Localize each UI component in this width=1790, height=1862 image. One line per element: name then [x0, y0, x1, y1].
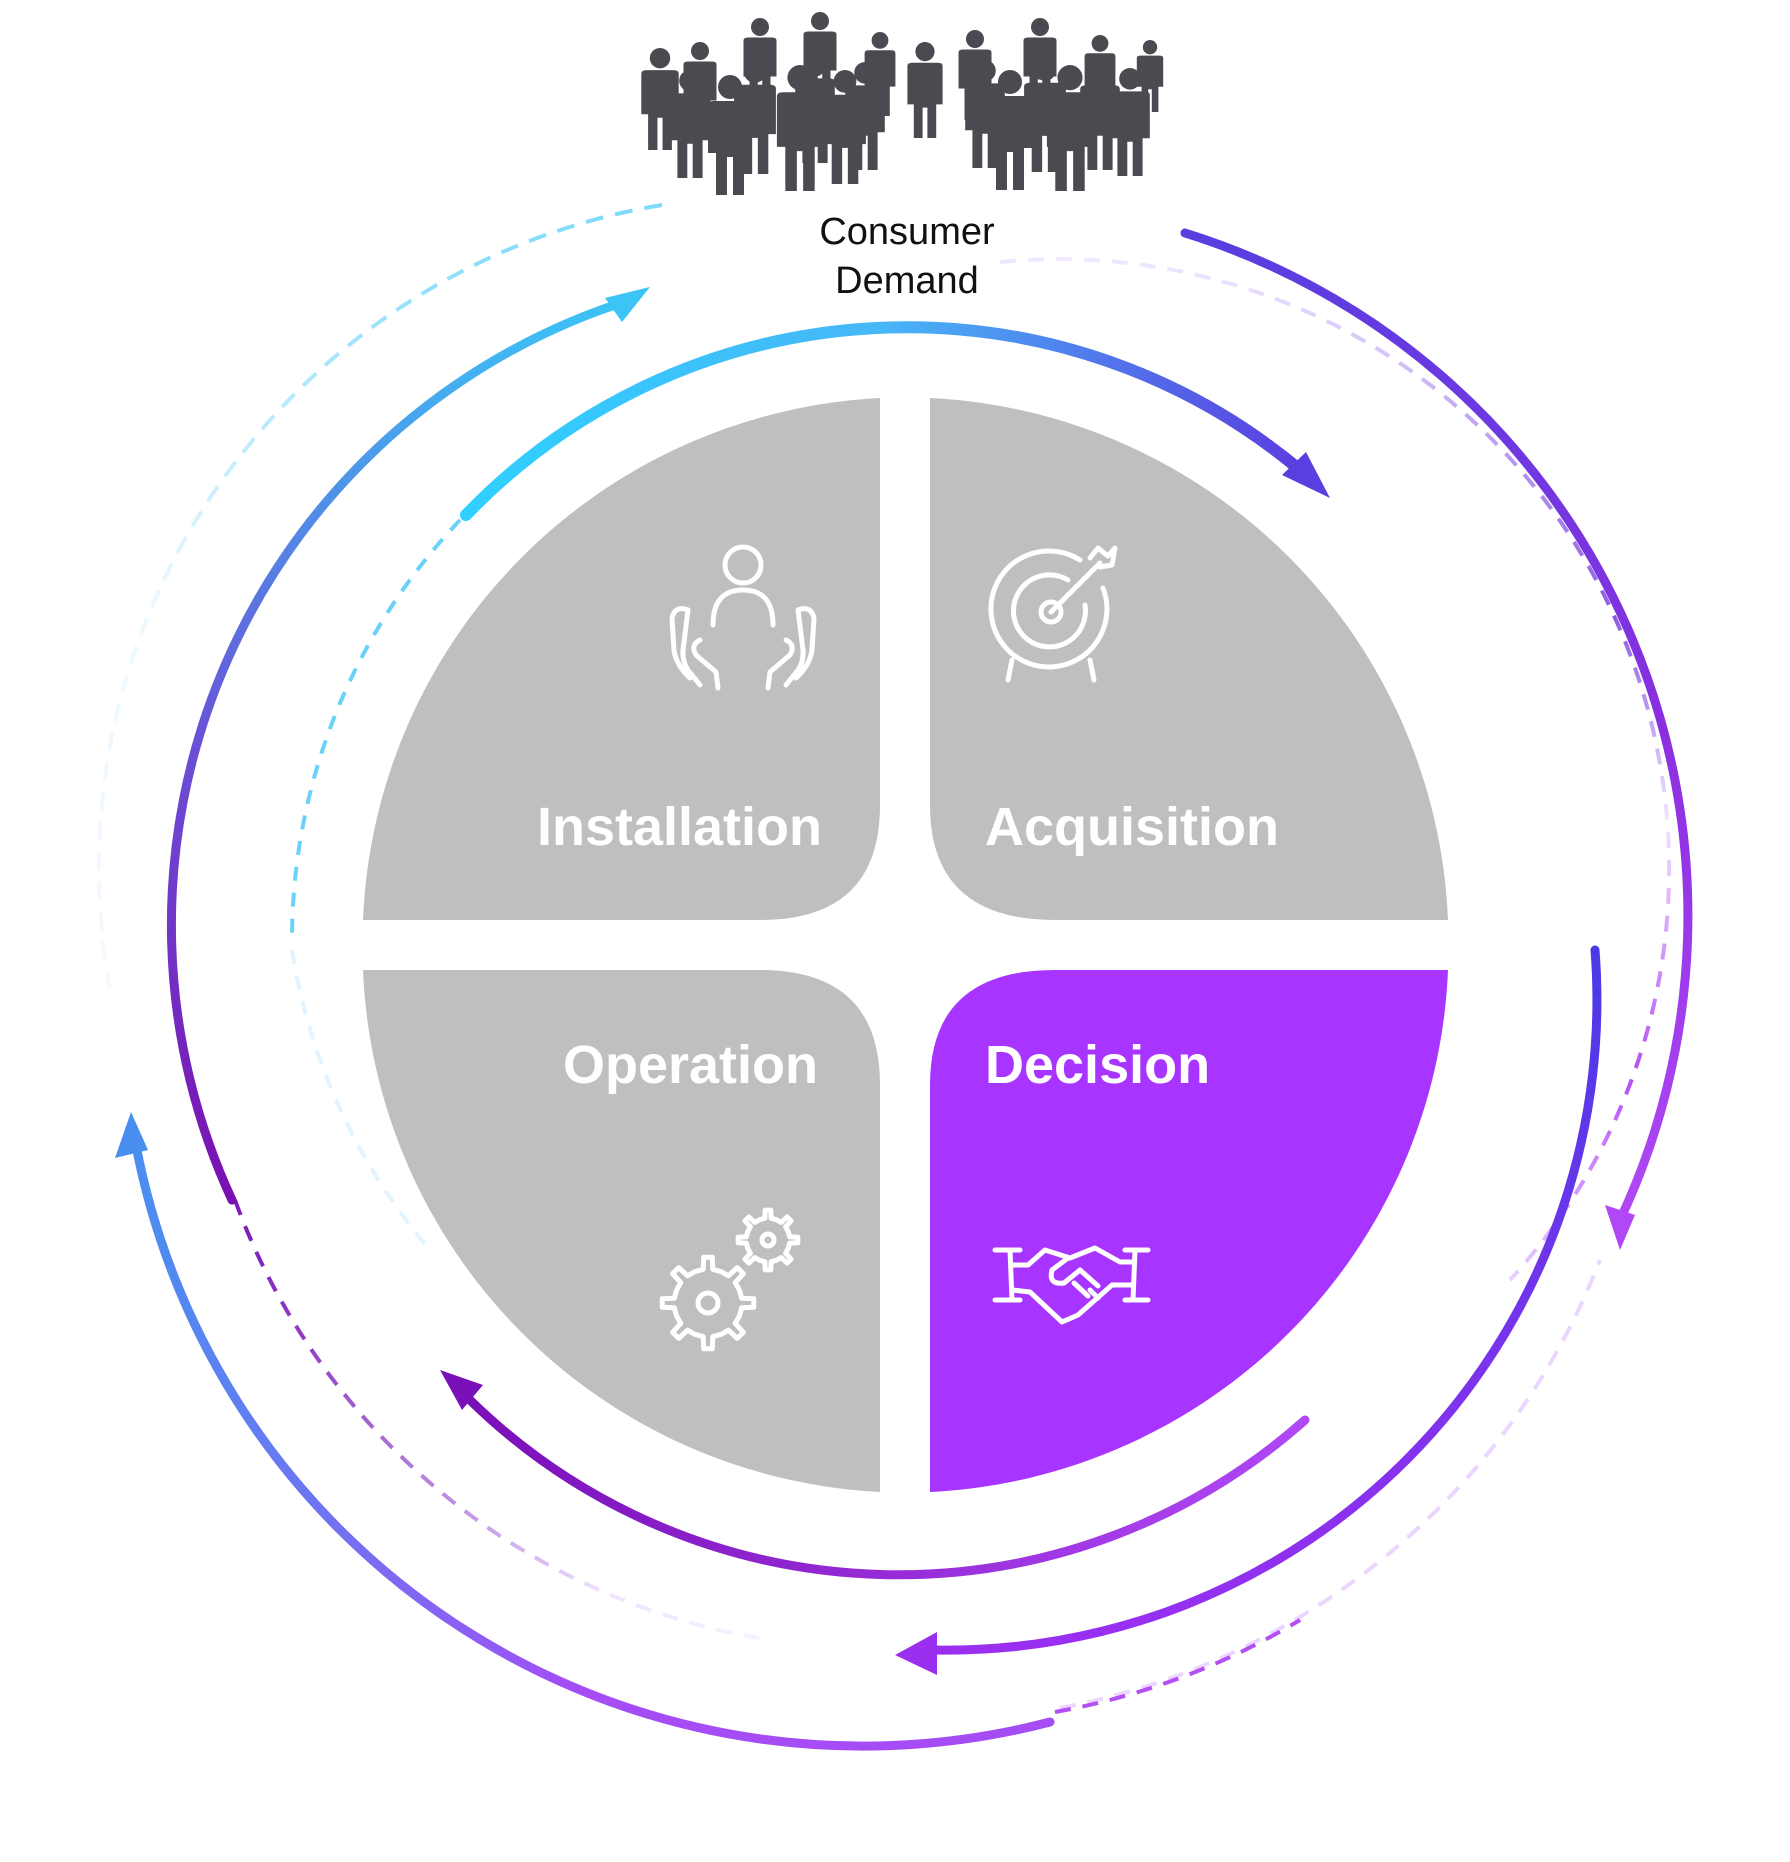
- consumer-demand-label-line2: Demand: [835, 260, 979, 302]
- person-silhouette: [1046, 65, 1094, 191]
- dashed-arc-bottom-right-purple: [1054, 1618, 1302, 1714]
- arrowhead-outer-right: [1605, 1205, 1635, 1250]
- arrowhead-inner-bottom: [440, 1370, 483, 1410]
- arrowhead-right-mid: [895, 1632, 937, 1675]
- dashed-arc-outer-left: [96, 203, 663, 1001]
- arc-outer-right: [1180, 228, 1693, 1225]
- person-silhouette: [670, 70, 710, 178]
- arc-inner-top: [460, 321, 1306, 521]
- person-silhouette: [907, 42, 943, 138]
- dashed-arc-right: [999, 257, 1672, 1282]
- quadrant-acquisition[interactable]: [930, 398, 1448, 920]
- arc-right-mid: [930, 945, 1602, 1655]
- quadrant-label-acquisition: Acquisition: [985, 797, 1279, 857]
- person-silhouette: [1110, 68, 1150, 176]
- arc-inner-bottom: [465, 1395, 1310, 1580]
- dashed-arc-bottom-right: [1059, 1259, 1602, 1710]
- person-silhouette: [988, 70, 1032, 190]
- person-silhouette: [776, 65, 824, 191]
- quadrant-label-operation: Operation: [563, 1035, 818, 1095]
- handshake-icon: [992, 1245, 1151, 1325]
- quadrant-label-installation: Installation: [537, 797, 822, 857]
- quadrant-installation[interactable]: [363, 398, 880, 920]
- consumer-demand-label-line1: Consumer: [819, 211, 995, 253]
- dashed-arc-inner-left-faint: [290, 949, 432, 1252]
- arrowhead-outer-bottom: [115, 1112, 148, 1158]
- person-silhouette: [824, 70, 866, 184]
- quadrant-label-decision: Decision: [985, 1035, 1210, 1095]
- person-silhouette: [708, 75, 752, 195]
- caring-hands-person-icon: [669, 544, 817, 691]
- gears-icon: [659, 1207, 801, 1352]
- arrowhead-inner-top: [1282, 452, 1330, 498]
- quadrant-decision[interactable]: [930, 970, 1448, 1492]
- arrowhead-outer-left-top: [605, 287, 650, 322]
- people-crowd-icon: [641, 12, 1164, 195]
- arc-outer-left: [166, 295, 635, 1205]
- target-arrow-icon: [988, 545, 1118, 683]
- dashed-arc-bottom-left: [233, 1199, 771, 1642]
- quadrant-operation[interactable]: [363, 970, 880, 1492]
- arc-outer-bottom: [130, 1135, 1055, 1751]
- dashed-arc-inner-left: [290, 518, 462, 941]
- person-silhouette: [641, 48, 679, 150]
